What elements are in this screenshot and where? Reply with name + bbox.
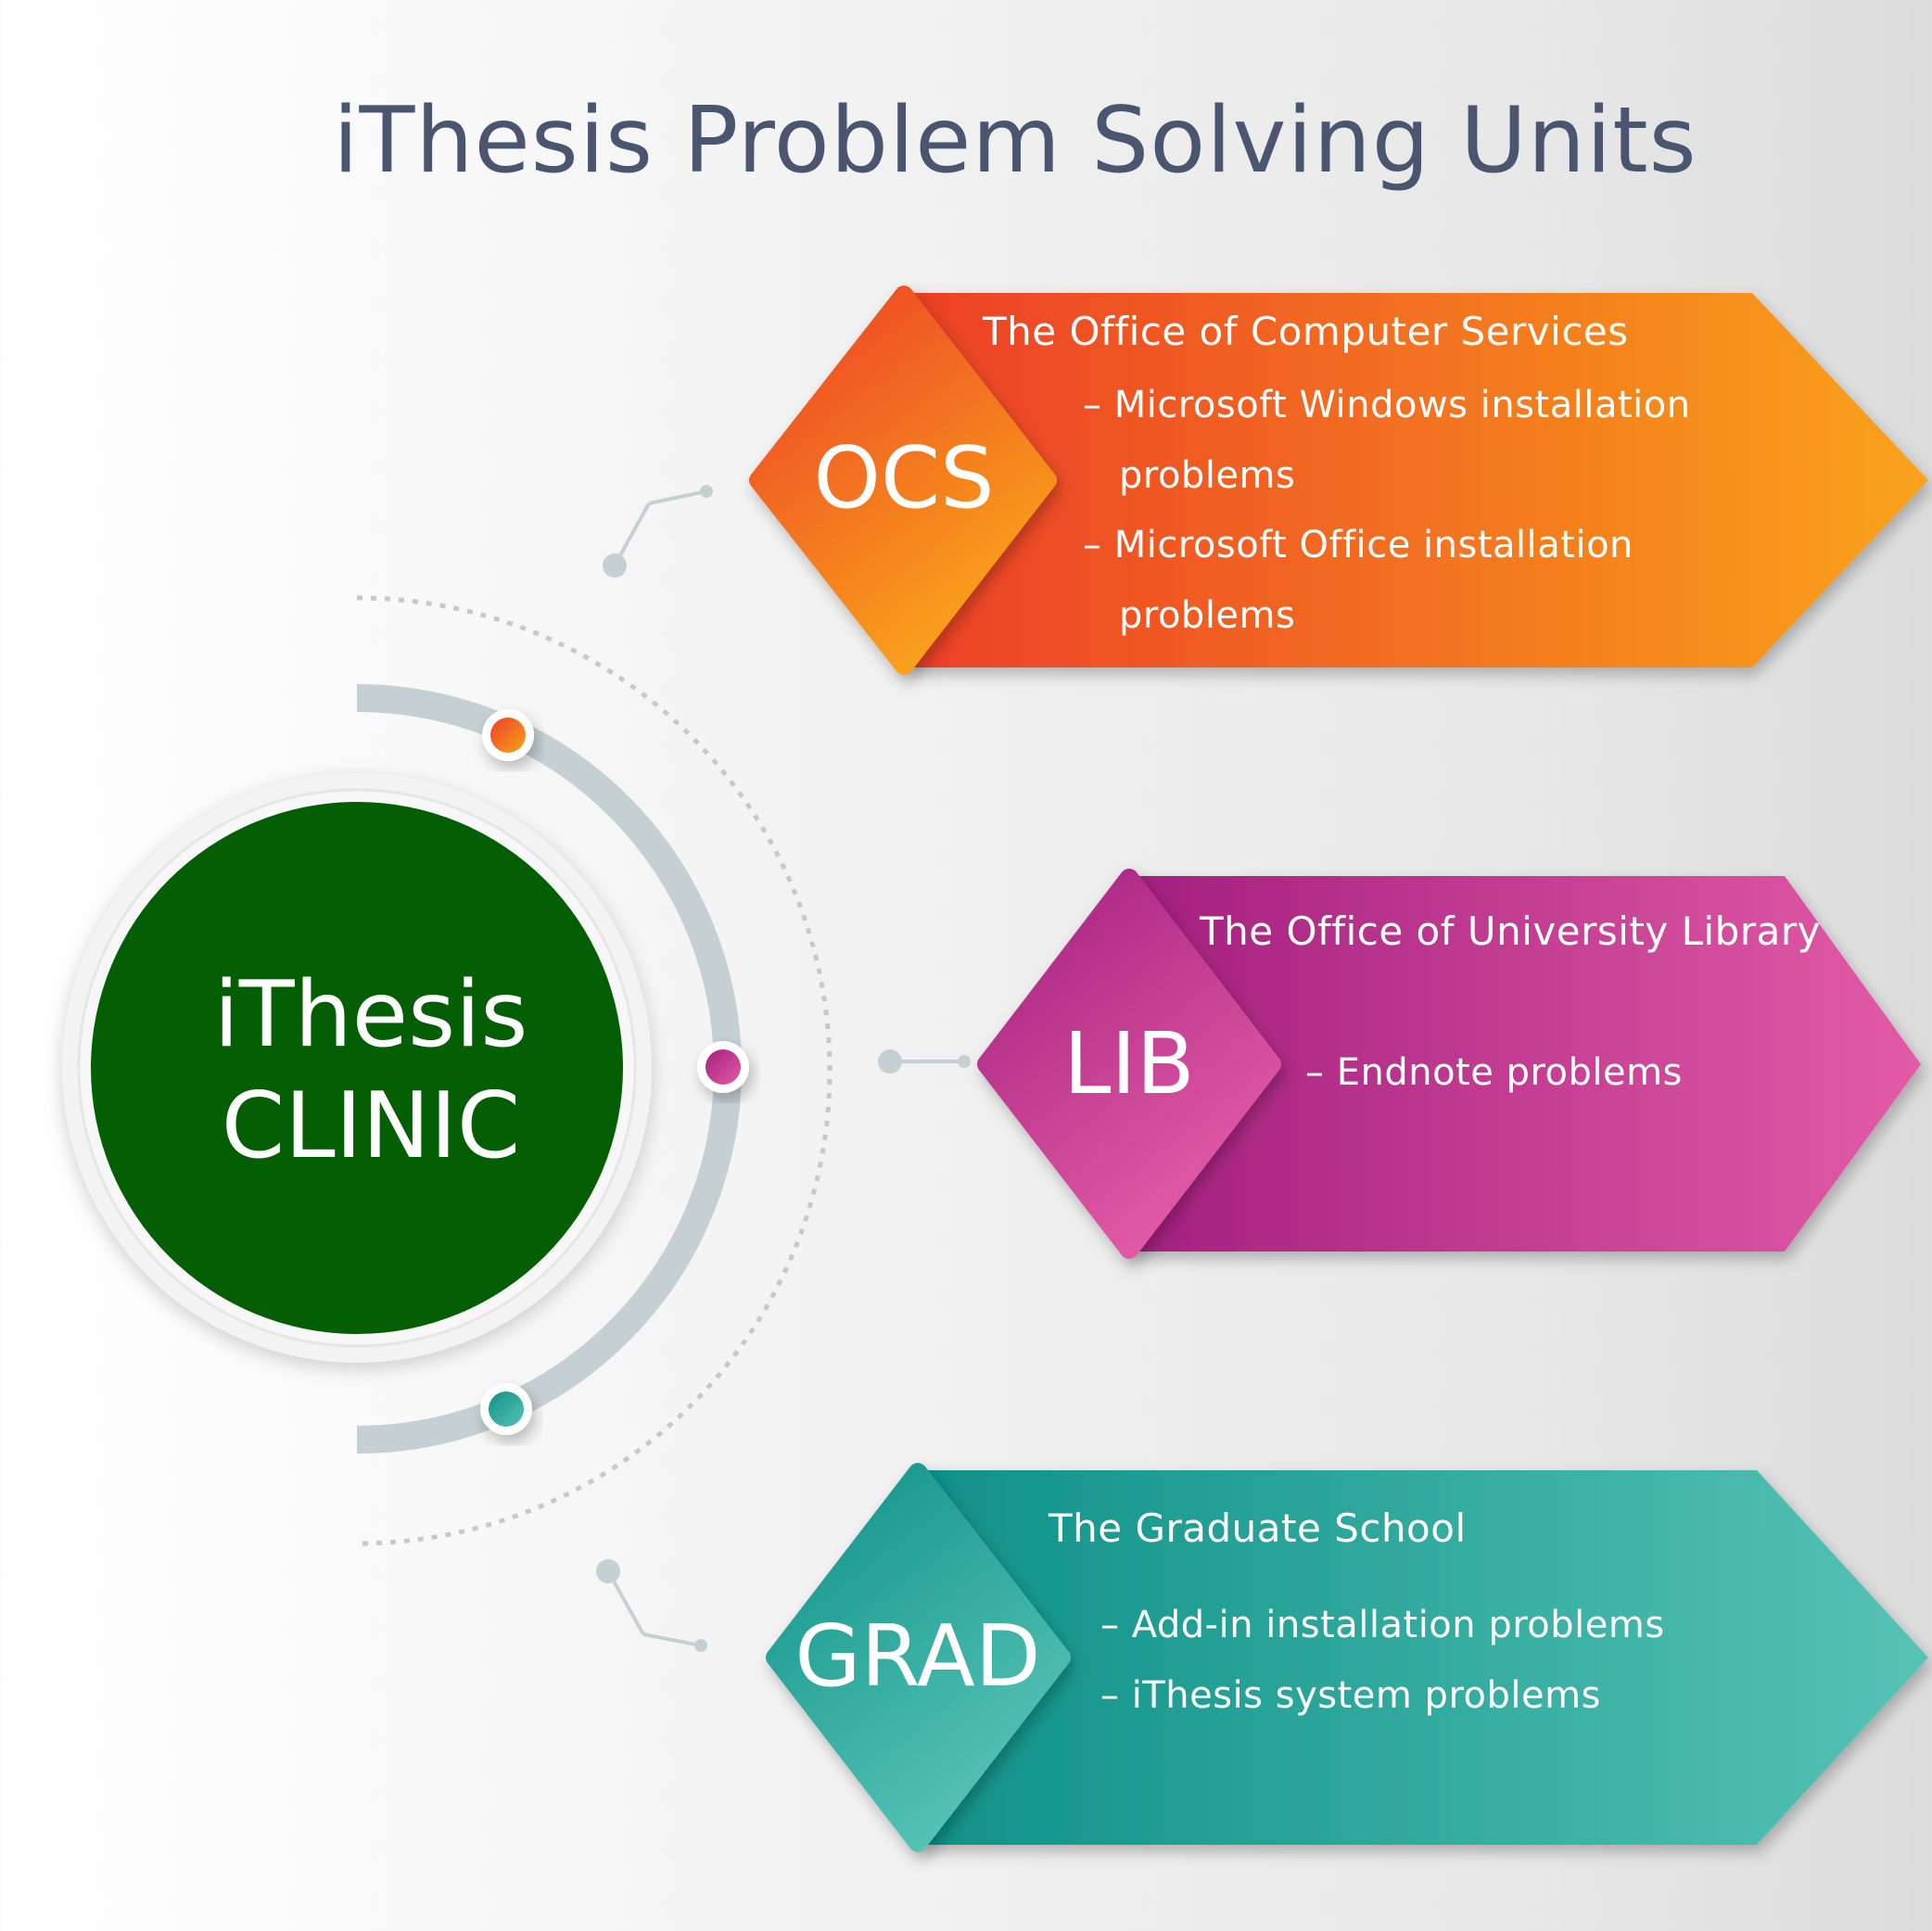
grad-name: The Graduate School: [1049, 1505, 1467, 1551]
hub-line-1: iThesis: [213, 962, 528, 1068]
ocs-code: OCS: [813, 428, 995, 527]
ocs-item-3: – Microsoft Office installation: [1083, 524, 1633, 566]
lib-banner: [977, 869, 1921, 1259]
lib-item-1: – Endnote problems: [1305, 1051, 1683, 1094]
hub-label: iThesis CLINIC: [93, 959, 649, 1182]
grad-code: GRAD: [794, 1607, 1041, 1706]
hub-line-2: CLINIC: [221, 1073, 521, 1179]
ocs-item-4: problems: [1119, 594, 1296, 637]
grad-item-2: – iThesis system problems: [1100, 1674, 1601, 1717]
grad-item-1: – Add-in installation problems: [1100, 1604, 1665, 1646]
grad-connector: [596, 1559, 707, 1652]
hub-circle: [91, 802, 623, 1334]
ocs-name: The Office of Computer Services: [983, 309, 1629, 354]
ocs-item-1: – Microsoft Windows installation: [1083, 384, 1691, 426]
lib-connector: [878, 1049, 971, 1073]
grad-banner: [766, 1463, 1928, 1852]
ocs-banner: [749, 286, 1928, 675]
page-title: iThesis Problem Solving Units: [333, 88, 1697, 194]
ocs-item-2: problems: [1119, 454, 1296, 497]
lib-code: LIB: [1063, 1014, 1195, 1113]
ocs-connector: [603, 485, 713, 578]
lib-name: The Office of University Library: [1200, 908, 1821, 954]
